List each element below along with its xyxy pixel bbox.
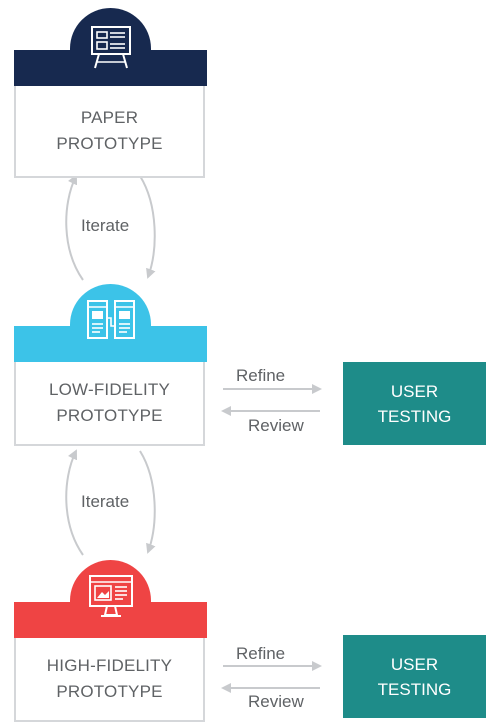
stage-band [14, 50, 207, 86]
wireframe-pages-icon [87, 300, 135, 339]
testing-line1: USER [390, 381, 439, 401]
iterate-arrow-down-1 [139, 175, 156, 279]
iterate-arrow-up-2 [65, 449, 84, 556]
stage-label-box: LOW-FIDELITY PROTOTYPE [14, 362, 205, 446]
iterate-label-1: Iterate [81, 216, 130, 235]
stage-label-box: PAPER PROTOTYPE [14, 86, 205, 178]
iterate-arrow-down-2 [139, 450, 156, 554]
testing-line1: USER [390, 654, 439, 674]
stage-title-line2: PROTOTYPE [56, 406, 163, 425]
review-label-1: Review [248, 416, 304, 435]
user-testing-box-1: USER TESTING [343, 362, 486, 445]
review-label-2: Review [248, 692, 304, 711]
stage-band [14, 602, 207, 638]
desktop-monitor-icon [89, 575, 133, 617]
refine-label-1: Refine [236, 366, 286, 385]
stage-title-line1: HIGH-FIDELITY [46, 656, 173, 675]
user-testing-box-2: USER TESTING [343, 635, 486, 718]
iterate-label-2: Iterate [81, 492, 130, 511]
stage-title-line1: LOW-FIDELITY [48, 380, 171, 399]
whiteboard-icon [91, 26, 131, 69]
refine-label-2: Refine [236, 644, 286, 663]
stage-title-line2: PROTOTYPE [56, 134, 163, 153]
testing-line2: TESTING [377, 679, 452, 699]
iterate-arrow-up-1 [65, 174, 84, 281]
stage-band [14, 326, 207, 362]
testing-line2: TESTING [377, 406, 452, 426]
stage-title-line1: PAPER [80, 108, 139, 127]
stage-title-line2: PROTOTYPE [56, 682, 163, 701]
stage-label-box: HIGH-FIDELITY PROTOTYPE [14, 638, 205, 722]
